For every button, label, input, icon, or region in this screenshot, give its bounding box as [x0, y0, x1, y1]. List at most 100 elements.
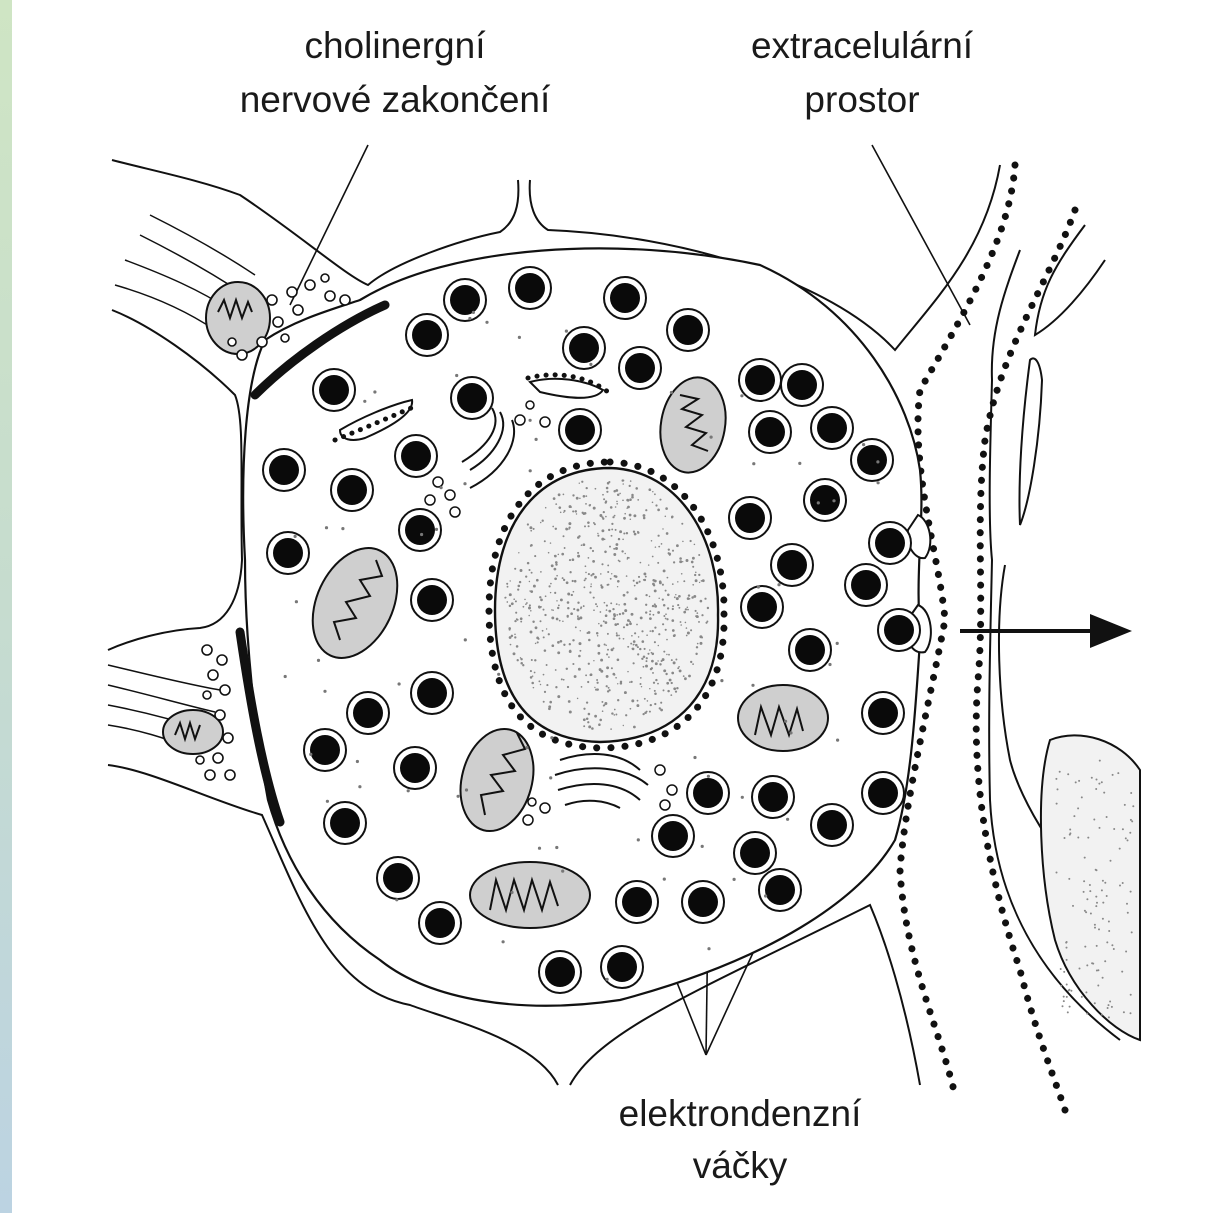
chromatin-granule — [631, 496, 634, 499]
chromatin-granule — [701, 614, 703, 616]
chromatin-granule — [510, 580, 511, 581]
chromatin-granule — [583, 725, 585, 727]
label-extracellular-space: extracelulární prostor — [751, 25, 974, 120]
chromatin-granule — [531, 682, 534, 685]
chromatin-granule — [676, 687, 678, 689]
chromatin-granule — [588, 639, 591, 642]
chromatin-granule — [555, 528, 557, 530]
chromatin-granule — [533, 585, 536, 588]
chromatin-granule — [1125, 951, 1127, 953]
chromatin-granule — [565, 528, 568, 531]
chromatin-granule — [1057, 788, 1059, 790]
chromatin-granule — [586, 487, 588, 489]
chromatin-granule — [687, 607, 689, 609]
chromatin-granule — [577, 615, 579, 617]
chromatin-granule — [588, 713, 591, 716]
chromatin-granule — [1083, 880, 1085, 882]
chromatin-granule — [1096, 779, 1098, 781]
chromatin-granule — [534, 659, 536, 661]
chromatin-granule — [530, 631, 533, 634]
chromatin-granule — [605, 645, 607, 647]
chromatin-granule — [1078, 780, 1080, 782]
chromatin-granule — [540, 620, 542, 622]
chromatin-granule — [662, 658, 665, 661]
cytoplasm-granule — [538, 847, 541, 850]
chromatin-granule — [520, 621, 522, 623]
chromatin-granule — [552, 609, 553, 610]
cytoplasm-granule — [828, 663, 831, 666]
chromatin-granule — [654, 493, 656, 495]
chromatin-granule — [623, 594, 626, 597]
chromatin-granule — [572, 510, 574, 512]
chromatin-granule — [1084, 946, 1086, 948]
vesicle-dense-core — [688, 887, 718, 917]
chromatin-granule — [545, 507, 547, 509]
chromatin-granule — [554, 568, 557, 571]
chromatin-granule — [663, 615, 665, 617]
chromatin-granule — [654, 693, 657, 696]
chromatin-granule — [637, 646, 639, 648]
chromatin-granule — [555, 561, 558, 564]
chromatin-granule — [694, 574, 696, 576]
chromatin-granule — [610, 602, 612, 604]
chromatin-granule — [592, 550, 594, 552]
chromatin-granule — [1064, 837, 1066, 839]
cytoplasm-granule — [710, 436, 713, 439]
chromatin-granule — [641, 686, 642, 687]
cytoplasm-granule — [457, 795, 460, 798]
chromatin-granule — [1093, 819, 1095, 821]
cytoplasm-granule — [294, 535, 297, 538]
chromatin-granule — [694, 544, 696, 546]
chromatin-granule — [1117, 772, 1119, 774]
cytoplasm-granule — [836, 739, 839, 742]
vesicle-dense-core — [269, 455, 299, 485]
chromatin-granule — [572, 580, 574, 582]
chromatin-granule — [528, 615, 530, 617]
chromatin-granule — [1059, 771, 1061, 773]
chromatin-granule — [590, 586, 592, 588]
chromatin-granule — [536, 579, 539, 582]
chromatin-granule — [608, 610, 609, 611]
chromatin-granule — [654, 580, 657, 583]
chromatin-granule — [663, 689, 665, 691]
chromatin-granule — [580, 630, 581, 631]
chromatin-granule — [633, 662, 635, 664]
chromatin-granule — [606, 605, 608, 607]
chromatin-granule — [654, 603, 656, 605]
cytoplasm-granule — [356, 760, 359, 763]
chromatin-granule — [615, 543, 618, 546]
chromatin-granule — [561, 678, 563, 680]
chromaffin-cell-diagram: cholinergní nervové zakončení extracelul… — [12, 0, 1222, 1213]
chromatin-granule — [506, 601, 508, 603]
chromatin-granule — [631, 635, 633, 637]
chromatin-granule — [1102, 902, 1104, 904]
chromatin-granule — [557, 695, 560, 698]
chromatin-granule — [517, 659, 519, 661]
chromatin-granule — [594, 715, 597, 718]
chromatin-granule — [686, 627, 688, 629]
cytoplasm-granule — [757, 585, 760, 588]
chromatin-granule — [596, 632, 599, 635]
chromatin-granule — [593, 660, 594, 661]
chromatin-granule — [577, 602, 579, 604]
chromatin-granule — [1127, 912, 1129, 914]
chromatin-granule — [595, 488, 597, 490]
chromatin-granule — [696, 612, 698, 614]
chromatin-granule — [700, 600, 703, 603]
label-electron-dense-vesicles: elektrondenzní váčky — [619, 1093, 862, 1186]
chromatin-granule — [583, 708, 585, 710]
chromatin-granule — [695, 610, 697, 612]
chromatin-granule — [1106, 816, 1108, 818]
chromatin-granule — [639, 581, 641, 583]
chromatin-granule — [538, 605, 540, 607]
chromatin-granule — [683, 675, 685, 677]
chromatin-granule — [645, 611, 647, 613]
chromatin-granule — [617, 683, 618, 684]
vesicle-dense-core — [607, 952, 637, 982]
chromatin-granule — [606, 609, 608, 611]
chromatin-granule — [544, 649, 547, 652]
chromatin-granule — [596, 682, 598, 684]
chromatin-granule — [579, 642, 582, 645]
chromatin-granule — [696, 646, 698, 648]
cytoplasm-granule — [693, 756, 696, 759]
